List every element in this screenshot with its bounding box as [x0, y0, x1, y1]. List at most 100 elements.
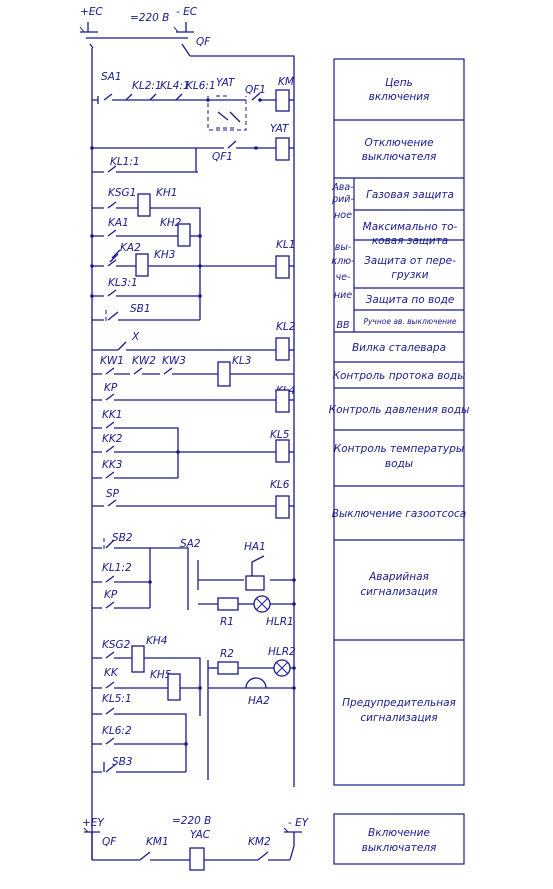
label-kl6-2: KL6:2: [102, 725, 132, 737]
row-emergency-protections: KSG1 KH1 KA1 KH2 KA2 KH3 KL1 KL3:1 SB1: [90, 187, 295, 322]
kl1-coil: [275, 255, 290, 279]
cell-breaker-close-2: выключателя: [362, 842, 437, 854]
label-minus-ec: - EC: [176, 6, 198, 18]
kl3-coil: [217, 361, 231, 387]
cell-water-flow: Контроль протока воды: [333, 370, 466, 382]
yat-coil: [275, 137, 290, 161]
label-x: X: [131, 331, 140, 343]
cell-overload-2: грузки: [391, 269, 428, 281]
cell-trip-1: Отключение: [364, 137, 433, 149]
label-yat-top: YAT: [216, 77, 236, 89]
label-kh3: KH3: [154, 249, 175, 261]
kh2-coil: [177, 223, 191, 247]
row-water-temperature: KK1 KK2 KK3 KL5: [92, 409, 294, 479]
label-kp2: KP: [104, 589, 118, 601]
label-kh2: KH2: [160, 217, 182, 229]
label-kk2: KK2: [102, 433, 123, 445]
label-ksg1: KSG1: [108, 187, 136, 199]
label-kk: KK: [104, 667, 119, 679]
label-voltage-top: =220 В: [130, 12, 169, 24]
label-r1: R1: [220, 616, 234, 628]
ha2-horn: [245, 677, 267, 689]
r1-resistor: [217, 597, 239, 611]
cell-trip-2: выключателя: [362, 151, 437, 163]
cell-overcurrent-2: ковая защита: [372, 235, 448, 247]
label-ka1: KA1: [108, 217, 129, 229]
cell-breaker-close-1: Включение: [368, 827, 430, 839]
vertical-4: вы-: [335, 242, 352, 253]
yac-coil: [189, 847, 205, 871]
label-kl6-1: KL6:1: [186, 80, 216, 92]
label-kl5-coil: KL5: [270, 429, 290, 441]
kh3-coil: [135, 253, 149, 277]
label-qf-bottom: QF: [102, 836, 117, 848]
label-kw3: KW3: [162, 355, 186, 367]
label-kl1-2: KL1:2: [102, 562, 132, 574]
label-plus-ey: +EY: [82, 817, 105, 829]
vertical-7: ние: [334, 290, 352, 301]
row-water-flow: KW1 KW2 KW3 KL3: [92, 355, 294, 387]
top-supply: +EC =220 В - EC QF: [79, 6, 295, 860]
vertical-2: ное: [334, 210, 352, 221]
kl2-coil: [275, 337, 290, 361]
cell-manual-trip: Ручное ав. выключение: [363, 317, 456, 326]
cell-closing-circuit-1: Цепь: [385, 77, 413, 89]
cell-warning-1: Предупредительная: [342, 697, 456, 709]
label-sp: SP: [106, 488, 120, 500]
row-warning-signalling: KSG2 KH4 R2 HLR2 KK KH5 HA2 KL5:1 KL6:2 …: [92, 635, 296, 780]
cell-water-temp-1: Контроль температуры: [334, 443, 464, 455]
cell-steelmaker-fork: Вилка сталевара: [352, 342, 446, 354]
label-kp1: KP: [104, 382, 118, 394]
kl5-coil: [275, 439, 290, 463]
kh5-coil: [167, 673, 181, 701]
row-trip: YAT QF1 KL1:1: [90, 123, 294, 173]
label-qf-top: QF: [196, 36, 211, 48]
label-kh4: KH4: [146, 635, 167, 647]
row-steelmaker-fork: X KL2: [92, 321, 296, 361]
cell-water-pressure: Контроль давления воды: [329, 404, 470, 416]
label-kl6-coil: KL6: [270, 479, 290, 491]
row-closing-circuit: SA1 KL2:1 KL4:1 KL6:1 YAT QF1 KM: [92, 71, 294, 131]
label-ha1: HA1: [244, 541, 266, 553]
label-km-coil: KM: [278, 76, 294, 88]
kh1-coil: [137, 193, 151, 217]
label-kl3-1: KL3:1: [108, 277, 138, 289]
label-km2: KM2: [248, 836, 271, 848]
cell-alarm-1: Аварийная: [368, 571, 429, 583]
label-qf1-top: QF1: [245, 84, 266, 96]
label-voltage-bottom: =220 В: [172, 815, 211, 827]
label-kw1: KW1: [100, 355, 124, 367]
label-ka2: KA2: [120, 242, 141, 254]
row-alarm-signalling: SB2 SA2 HA1 KL1:2 KP R1 HLR1: [92, 532, 296, 628]
label-kl1-coil: KL1: [276, 239, 295, 251]
label-kh5: KH5: [150, 669, 172, 681]
label-kw2: KW2: [132, 355, 156, 367]
cell-closing-circuit-2: включения: [369, 91, 430, 103]
label-sb2: SB2: [112, 532, 133, 544]
cell-water-protection: Защита по воде: [366, 294, 455, 306]
cell-water-temp-2: воды: [385, 458, 413, 470]
cell-alarm-2: сигнализация: [360, 586, 437, 598]
cell-overcurrent-1: Максимально то-: [363, 221, 458, 233]
label-kl1-1: KL1:1: [110, 156, 140, 168]
cell-gas-exhaust-off: Выключение газоотсоса: [332, 508, 466, 520]
label-minus-ey: - EY: [288, 817, 310, 829]
function-table: Цепь включения Отключение выключателя Ав…: [329, 58, 470, 865]
label-kl2-coil: KL2: [276, 321, 296, 333]
label-sb3: SB3: [112, 756, 133, 768]
cell-overload-1: Защита от пере-: [364, 255, 456, 267]
label-kl5-1: KL5:1: [102, 693, 132, 705]
label-kl2-1: KL2:1: [132, 80, 162, 92]
label-kl4-1: KL4:1: [160, 80, 190, 92]
label-ksg2: KSG2: [102, 639, 131, 651]
label-sa1: SA1: [101, 71, 122, 83]
label-ha2: HA2: [248, 695, 270, 707]
r2-resistor: [217, 661, 239, 675]
kl6-coil: [275, 495, 290, 519]
label-hlr1: HLR1: [266, 616, 294, 628]
vertical-1: рий-: [331, 194, 354, 205]
km-coil: [275, 89, 290, 112]
label-plus-ec: +EC: [80, 6, 103, 18]
ha1-buzzer: [245, 575, 265, 591]
